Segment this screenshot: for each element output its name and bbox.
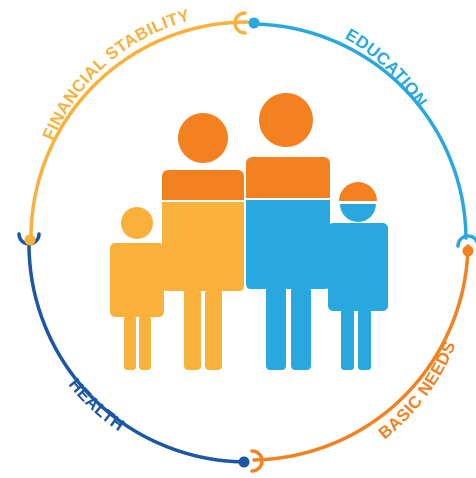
hook-bottom [250, 449, 264, 473]
connector-right [456, 234, 476, 257]
adult-left-leg-right [205, 289, 222, 370]
arc-education [250, 22, 468, 240]
adult-right-leg-right [291, 287, 311, 370]
label-financial-stability: FINANCIAL STABILITY [39, 6, 192, 143]
label-health-text: HEALTH [65, 375, 128, 435]
child-left-figure [110, 207, 164, 370]
dot-top [248, 17, 260, 29]
arc-financial-stability [29, 20, 249, 240]
arc-health [27, 244, 247, 464]
label-financial-stability-text: FINANCIAL STABILITY [39, 6, 192, 143]
adult-right-shirt-top [246, 157, 330, 198]
adult-right-head [259, 93, 313, 147]
child-right-head-top [339, 182, 377, 201]
child-right-head-bottom [340, 204, 376, 222]
label-health: HEALTH [65, 375, 128, 435]
hook-top [233, 11, 247, 35]
arc-basic-needs [252, 244, 470, 462]
connector-left [17, 232, 41, 246]
adult-right-leg-left [266, 287, 286, 370]
dot-bottom [238, 456, 250, 468]
circle-ring [27, 20, 470, 464]
label-basic-needs: BASIC NEEDS [375, 338, 460, 443]
child-left-leg-left [124, 316, 136, 370]
hook-right [456, 234, 476, 248]
adult-right-figure [246, 93, 330, 370]
adult-right-shirt-bottom [246, 200, 330, 289]
child-left-leg-right [139, 316, 151, 370]
child-right-leg-left [341, 309, 354, 370]
adult-left-shirt-bottom [162, 202, 244, 291]
dot-right [462, 245, 474, 257]
dot-left [24, 234, 36, 246]
child-right-figure [328, 182, 388, 370]
connector-bottom [238, 449, 264, 473]
family-icon [110, 93, 388, 370]
child-left-torso [110, 243, 164, 317]
child-right-torso [328, 223, 388, 311]
label-education-text: EDUCATION [342, 25, 430, 111]
child-right-leg-right [358, 309, 371, 370]
adult-left-shirt-top [162, 170, 244, 200]
adult-left-head [178, 113, 228, 163]
label-education: EDUCATION [342, 25, 431, 111]
child-left-head [121, 207, 153, 239]
connector-top [233, 11, 260, 35]
adult-left-figure [162, 113, 244, 370]
adult-left-leg-left [184, 289, 201, 370]
label-basic-needs-text: BASIC NEEDS [375, 338, 459, 443]
